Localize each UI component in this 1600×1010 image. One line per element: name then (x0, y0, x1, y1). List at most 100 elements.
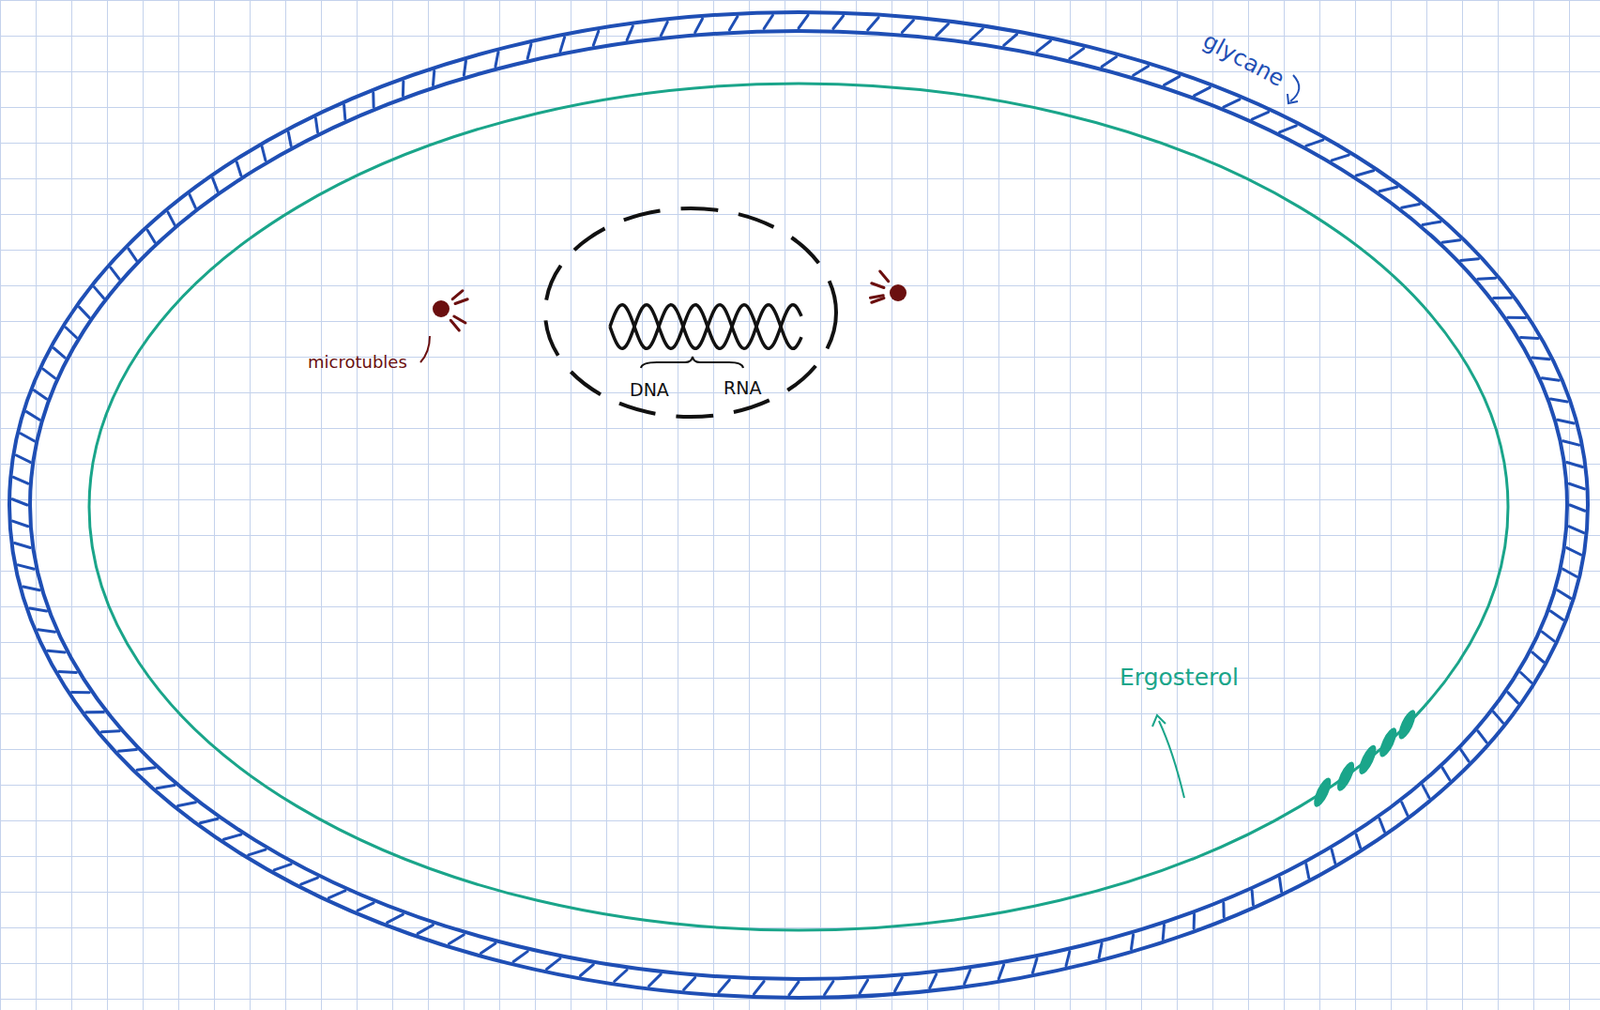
centrosome-dot (432, 300, 450, 318)
bracket (640, 356, 744, 368)
hatch-stroke (38, 629, 56, 632)
hatch-stroke (301, 877, 319, 884)
hatch-stroke (626, 26, 633, 41)
leader-line (1158, 720, 1185, 798)
hatch-stroke (17, 564, 34, 569)
hatch-stroke (1569, 483, 1585, 489)
hatch-stroke (763, 15, 773, 29)
microtubule-stroke (880, 271, 889, 282)
hatch-stroke (1356, 834, 1361, 848)
hatch-stroke (798, 15, 808, 29)
hatch-stroke (1478, 277, 1496, 279)
cell-membrane (89, 83, 1509, 930)
hatch-stroke (189, 195, 196, 209)
wall-hatching (12, 15, 1585, 995)
hatch-stroke (110, 267, 120, 279)
cell-wall-inner (30, 30, 1568, 979)
hatch-stroke (1567, 548, 1582, 555)
hatch-stroke (480, 943, 496, 953)
hatch-stroke (65, 327, 77, 338)
hatch-stroke (684, 976, 696, 990)
hatch-stroke (47, 650, 65, 653)
hatch-stroke (1521, 335, 1539, 340)
hatch-stroke (901, 20, 914, 33)
hatch-stroke (1569, 504, 1585, 511)
hatch-stroke (1567, 461, 1584, 467)
microtubule-center (869, 271, 907, 303)
centrosome-dot (889, 284, 907, 302)
hatch-stroke (199, 818, 218, 823)
hatch-stroke (1422, 785, 1430, 798)
hatch-stroke (156, 785, 175, 789)
hatch-stroke (1563, 568, 1577, 577)
ergosterol-molecule (1333, 759, 1357, 793)
hatch-stroke (695, 18, 703, 33)
arrow-head (1287, 93, 1298, 104)
hatch-stroke (20, 433, 34, 442)
hatch-stroke (43, 368, 56, 379)
nucleus-envelope (545, 208, 837, 417)
hatch-stroke (718, 979, 730, 992)
hatch-stroke (33, 390, 46, 399)
hatch-stroke (1461, 749, 1470, 762)
hatch-stroke (1442, 767, 1450, 780)
hatch-stroke (614, 969, 627, 981)
hatch-stroke (1164, 76, 1180, 85)
hatch-stroke (12, 499, 28, 505)
hatch-stroke (1192, 914, 1196, 929)
hatch-stroke (12, 520, 28, 527)
hatch-stroke (1541, 378, 1559, 381)
hatch-stroke (223, 834, 241, 839)
leader-line (420, 335, 430, 363)
hatch-stroke (1563, 441, 1580, 445)
hatch-stroke (970, 29, 983, 41)
hatch-stroke (1004, 34, 1018, 46)
hatch-stroke (53, 348, 65, 358)
hatch-stroke (248, 849, 266, 855)
hatch-stroke (1557, 590, 1571, 599)
hatch-stroke (147, 229, 155, 243)
hatch-stroke (1356, 170, 1373, 176)
hatch-stroke (1223, 99, 1240, 107)
ergosterol-molecule (1310, 775, 1335, 809)
hatch-stroke (15, 455, 31, 462)
hatch-stroke (178, 802, 197, 807)
hatch-stroke (371, 92, 375, 107)
hatch-stroke (1066, 951, 1070, 966)
hatch-stroke (13, 476, 28, 484)
hatch-stroke (1461, 259, 1479, 261)
hatch-stroke (1532, 652, 1544, 662)
hatch-stroke (1541, 631, 1555, 641)
hatch-stroke (315, 118, 318, 133)
hatch-stroke (753, 980, 764, 994)
hatch-stroke (93, 287, 104, 299)
hatch-stroke (789, 981, 799, 995)
hatch-stroke (1493, 296, 1512, 300)
hatch-stroke (1131, 934, 1134, 949)
hatch-stroke (26, 411, 40, 421)
microtubule-center (432, 290, 468, 331)
hatch-stroke (546, 958, 560, 969)
hatch-stroke (929, 974, 937, 989)
hatch-stroke (1550, 398, 1568, 402)
nucleus: DNARNA (545, 208, 837, 417)
hatch-stroke (167, 212, 175, 225)
hatch-stroke (213, 178, 218, 192)
hatch-stroke (1401, 203, 1420, 208)
hatch-stroke (513, 951, 528, 962)
hatch-stroke (357, 902, 374, 911)
hatch-stroke (560, 37, 565, 52)
hatch-stroke (1442, 240, 1461, 243)
hatch-stroke (59, 670, 77, 674)
hatch-stroke (1331, 154, 1349, 161)
hatch-stroke (101, 731, 120, 732)
hatch-stroke (1379, 186, 1398, 191)
organelle-label: microtubles (307, 352, 408, 372)
hatch-stroke (1069, 48, 1084, 60)
hatch-stroke (527, 44, 532, 59)
hatch-stroke (1036, 41, 1051, 52)
hatch-stroke (86, 710, 105, 714)
ergosterol-molecule (1356, 742, 1380, 777)
hatch-stroke (1280, 877, 1282, 892)
